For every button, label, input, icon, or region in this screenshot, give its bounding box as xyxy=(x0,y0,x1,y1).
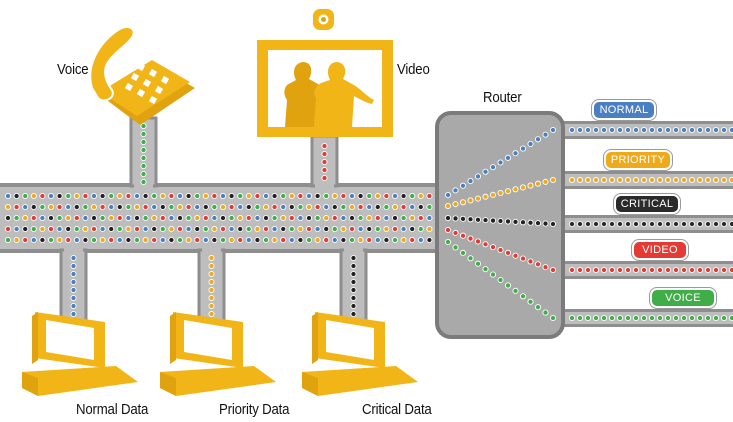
critical-data-label: Critical Data xyxy=(362,401,432,418)
queue-tag-voice: VOICE xyxy=(650,288,716,308)
queue-tag-critical: CRITICAL xyxy=(614,194,680,214)
computers xyxy=(22,312,418,396)
priority-data-label: Priority Data xyxy=(219,401,290,418)
video-label: Video xyxy=(397,61,430,78)
video-screen-icon xyxy=(257,40,393,137)
computer-icon xyxy=(302,312,418,396)
output-queues xyxy=(548,121,733,327)
computer-icon xyxy=(160,312,276,396)
normal-data-label: Normal Data xyxy=(76,401,149,418)
router-paths xyxy=(444,126,557,322)
queue-tag-normal: NORMAL xyxy=(592,100,656,120)
voice-label: Voice xyxy=(57,61,89,78)
router-icon xyxy=(435,111,565,339)
queue-tag-priority: PRIORITY xyxy=(604,150,672,170)
packet-dots xyxy=(4,122,433,326)
queue-tag-video: VIDEO xyxy=(632,240,688,260)
camera-icon xyxy=(313,9,334,30)
telephone-icon xyxy=(89,26,195,125)
router-label: Router xyxy=(483,89,522,106)
computer-icon xyxy=(22,312,138,396)
